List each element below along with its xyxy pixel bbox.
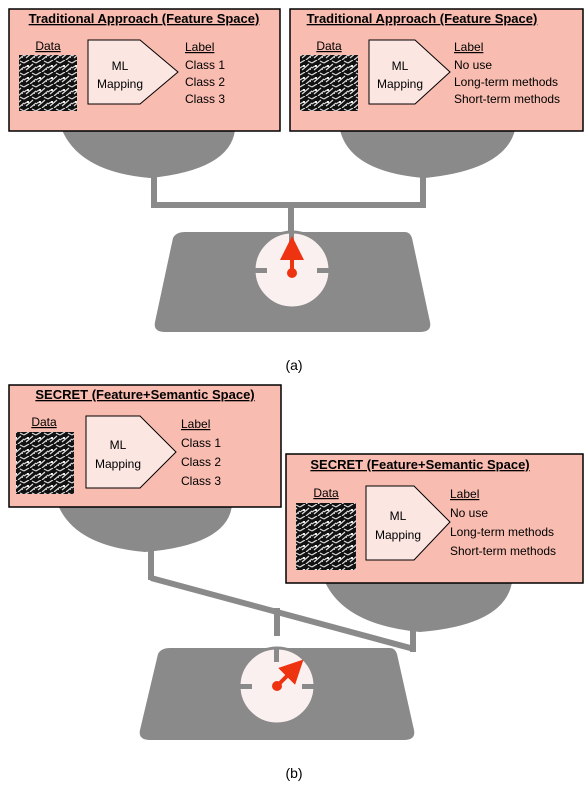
panel-title: Traditional Approach (Feature Space) xyxy=(29,11,260,26)
left-rod xyxy=(151,175,157,207)
panel-title: SECRET (Feature+Semantic Space) xyxy=(35,387,254,402)
label-header: Label xyxy=(185,40,214,54)
panel-a-left: Traditional Approach (Feature Space) Dat… xyxy=(8,8,281,132)
dial-tick-right xyxy=(317,268,331,273)
figure-a: Traditional Approach (Feature Space) Dat… xyxy=(8,8,584,373)
right-rod xyxy=(420,175,426,207)
label-item: Class 3 xyxy=(185,92,225,106)
dial-tick-top xyxy=(274,648,279,662)
label-item: Short-term methods xyxy=(454,92,560,106)
label-item: Short-term methods xyxy=(450,544,556,558)
caption-b: (b) xyxy=(285,765,302,781)
label-item: Class 1 xyxy=(181,436,221,450)
left-pan xyxy=(58,505,232,552)
label-header: Label xyxy=(181,417,210,431)
panel-a-right: Traditional Approach (Feature Space) Dat… xyxy=(289,8,584,132)
label-item: Class 1 xyxy=(185,58,225,72)
ml-mapping-shape xyxy=(85,415,177,489)
mapping-line-2: Mapping xyxy=(97,77,143,91)
label-header: Label xyxy=(454,40,483,54)
mapping-line-2: Mapping xyxy=(377,77,423,91)
label-item: No use xyxy=(454,58,492,72)
panel-title: Traditional Approach (Feature Space) xyxy=(307,11,538,26)
left-pan xyxy=(62,130,235,178)
center-post xyxy=(288,205,294,233)
label-item: No use xyxy=(450,506,488,520)
left-rod xyxy=(148,550,154,580)
ml-mapping-shape xyxy=(365,485,451,561)
mapping-line-1: ML xyxy=(110,438,127,452)
dial-tick-right xyxy=(302,684,316,689)
figure-b: SECRET (Feature+Semantic Space) Data ML … xyxy=(8,384,584,781)
needle-pivot xyxy=(272,681,282,691)
mapping-line-1: ML xyxy=(390,509,407,523)
dial-tick-left xyxy=(253,268,267,273)
label-header: Label xyxy=(450,487,479,501)
data-label: Data xyxy=(316,39,342,53)
ml-mapping-shape xyxy=(87,39,179,105)
mapping-line-1: ML xyxy=(112,59,129,73)
data-image xyxy=(296,503,356,570)
label-item: Class 2 xyxy=(185,75,225,89)
beam xyxy=(150,575,415,652)
dial-tick-top xyxy=(289,232,294,246)
right-rod xyxy=(410,630,416,652)
data-image xyxy=(300,55,358,111)
data-label: Data xyxy=(313,486,339,500)
right-pan xyxy=(340,130,515,178)
needle-pivot xyxy=(287,268,297,278)
data-image xyxy=(16,432,74,494)
data-label: Data xyxy=(35,39,61,53)
data-label: Data xyxy=(31,415,57,429)
label-item: Long-term methods xyxy=(450,525,554,539)
mapping-line-1: ML xyxy=(392,59,409,73)
panel-b-left: SECRET (Feature+Semantic Space) Data ML … xyxy=(8,384,282,508)
dial-tick-left xyxy=(238,684,252,689)
mapping-line-2: Mapping xyxy=(95,457,141,471)
label-item: Class 3 xyxy=(181,474,221,488)
mapping-line-2: Mapping xyxy=(375,528,421,542)
right-pan xyxy=(325,582,512,632)
panel-b-right: SECRET (Feature+Semantic Space) Data ML … xyxy=(285,453,584,584)
data-image xyxy=(19,55,77,111)
center-post xyxy=(274,608,280,636)
label-item: Long-term methods xyxy=(454,75,558,89)
caption-a: (a) xyxy=(285,357,302,373)
ml-mapping-shape xyxy=(368,39,451,105)
label-item: Class 2 xyxy=(181,455,221,469)
panel-title: SECRET (Feature+Semantic Space) xyxy=(310,457,529,472)
